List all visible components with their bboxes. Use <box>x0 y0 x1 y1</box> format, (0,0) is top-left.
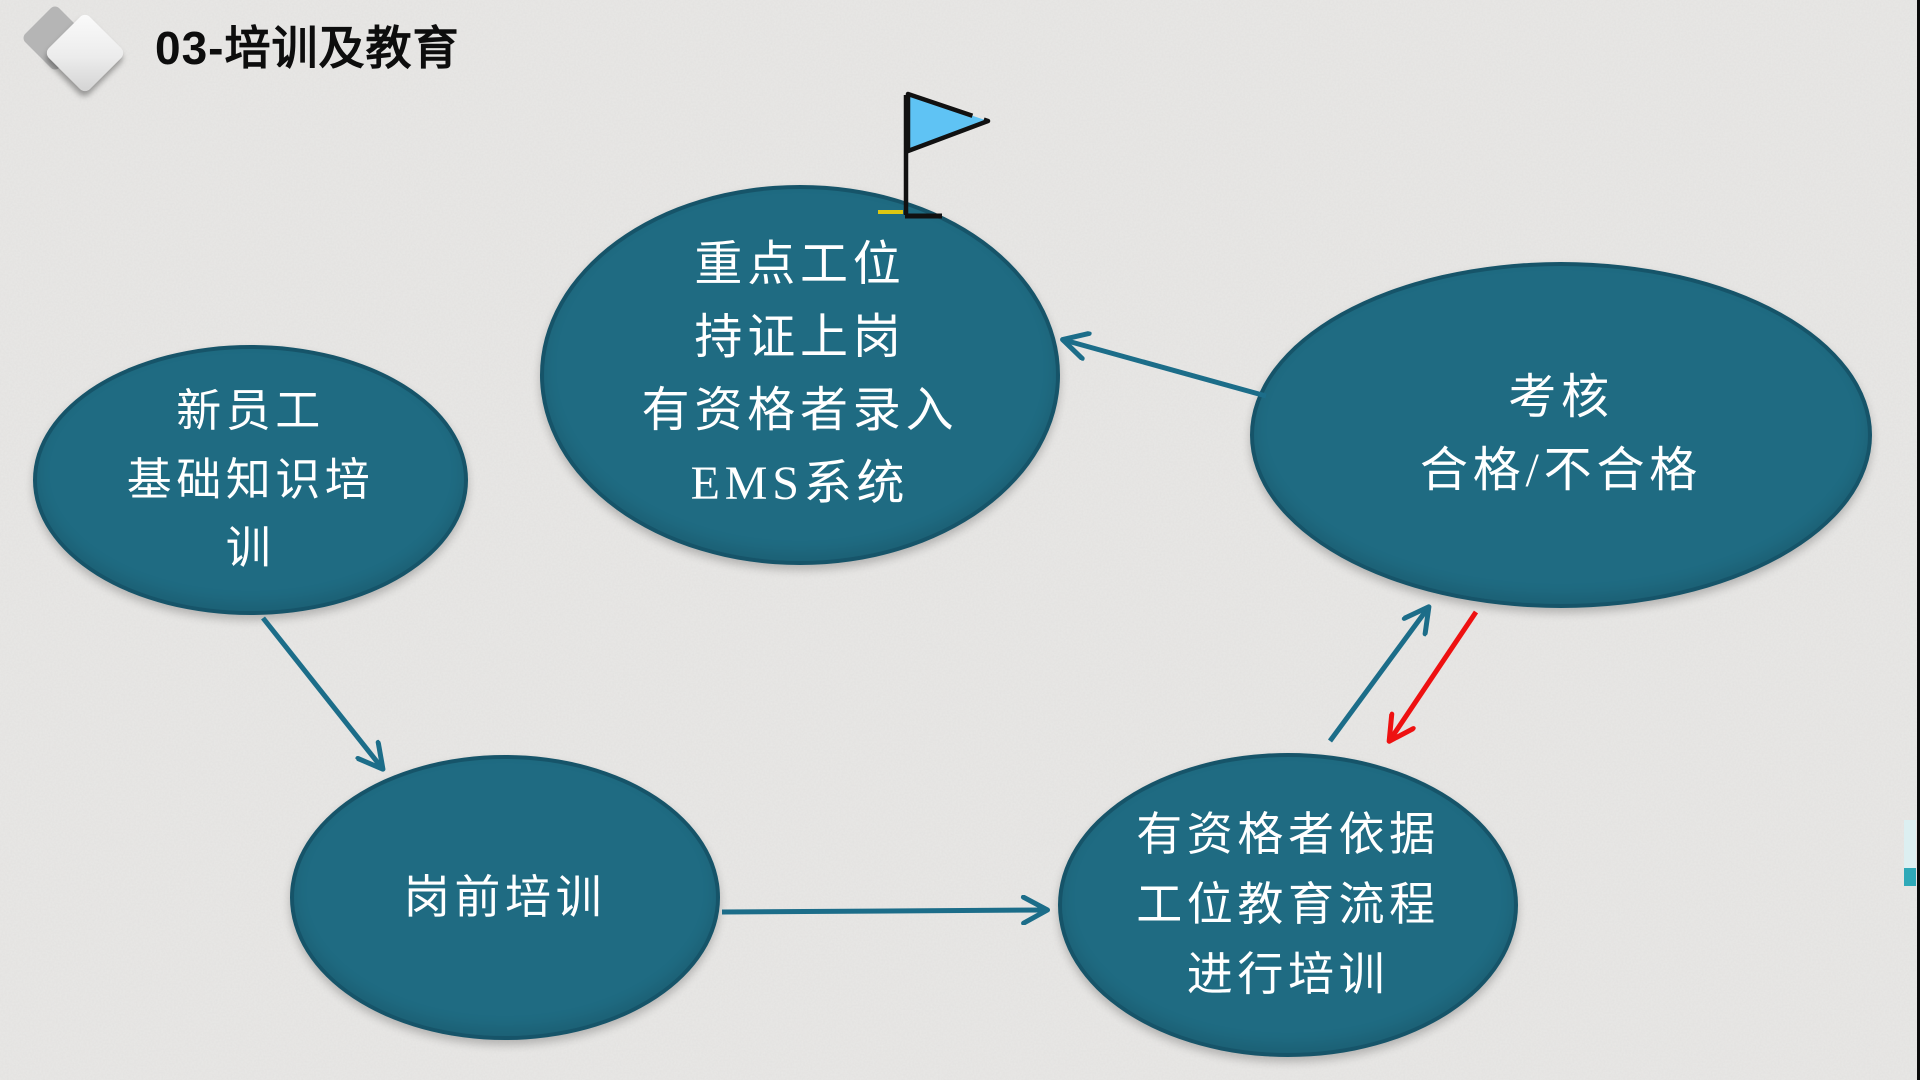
node-text-line: 有资格者依据 <box>1136 809 1440 861</box>
right-edge-accent-light <box>1904 820 1916 868</box>
node-text-line: 工位教育流程 <box>1136 879 1440 931</box>
node-text-line: 进行培训 <box>1186 948 1390 1000</box>
arrow-assessment-to-qualified <box>1390 610 1479 740</box>
node-text-line: 新员工 <box>176 386 325 437</box>
node-text-line: 重点工位 <box>694 238 906 292</box>
node-new-employee-basic-training: 新员工 基础知识培 训 <box>33 345 468 615</box>
page-title: 03-培训及教育 <box>155 22 460 74</box>
arrow-pre-job-to-qualified <box>721 910 1046 912</box>
arrow-assessment-to-key-station <box>1064 340 1267 399</box>
node-text-line: 训 <box>225 523 276 574</box>
node-text-line: 有资格者录入 <box>641 384 959 437</box>
node-text-line: EMS系统 <box>690 456 910 510</box>
node-text-line: 基础知识培 <box>126 454 375 505</box>
node-text-line: 持证上岗 <box>694 311 906 365</box>
arrow-new-employee-to-pre-job <box>261 616 382 768</box>
node-text-line: 岗前培训 <box>403 871 607 923</box>
node-pre-job-training: 岗前培训 <box>290 755 720 1040</box>
node-text-line: 考核 <box>1508 371 1614 425</box>
node-assessment-pass-fail: 考核 合格/不合格 <box>1250 262 1872 608</box>
node-key-station-certified: 重点工位 持证上岗 有资格者录入 EMS系统 <box>540 185 1060 565</box>
node-qualified-station-training: 有资格者依据 工位教育流程 进行培训 <box>1058 753 1518 1057</box>
arrow-qualified-to-assessment <box>1327 608 1428 743</box>
right-edge-accent-teal <box>1904 868 1916 886</box>
node-text-line: 合格/不合格 <box>1419 444 1703 497</box>
